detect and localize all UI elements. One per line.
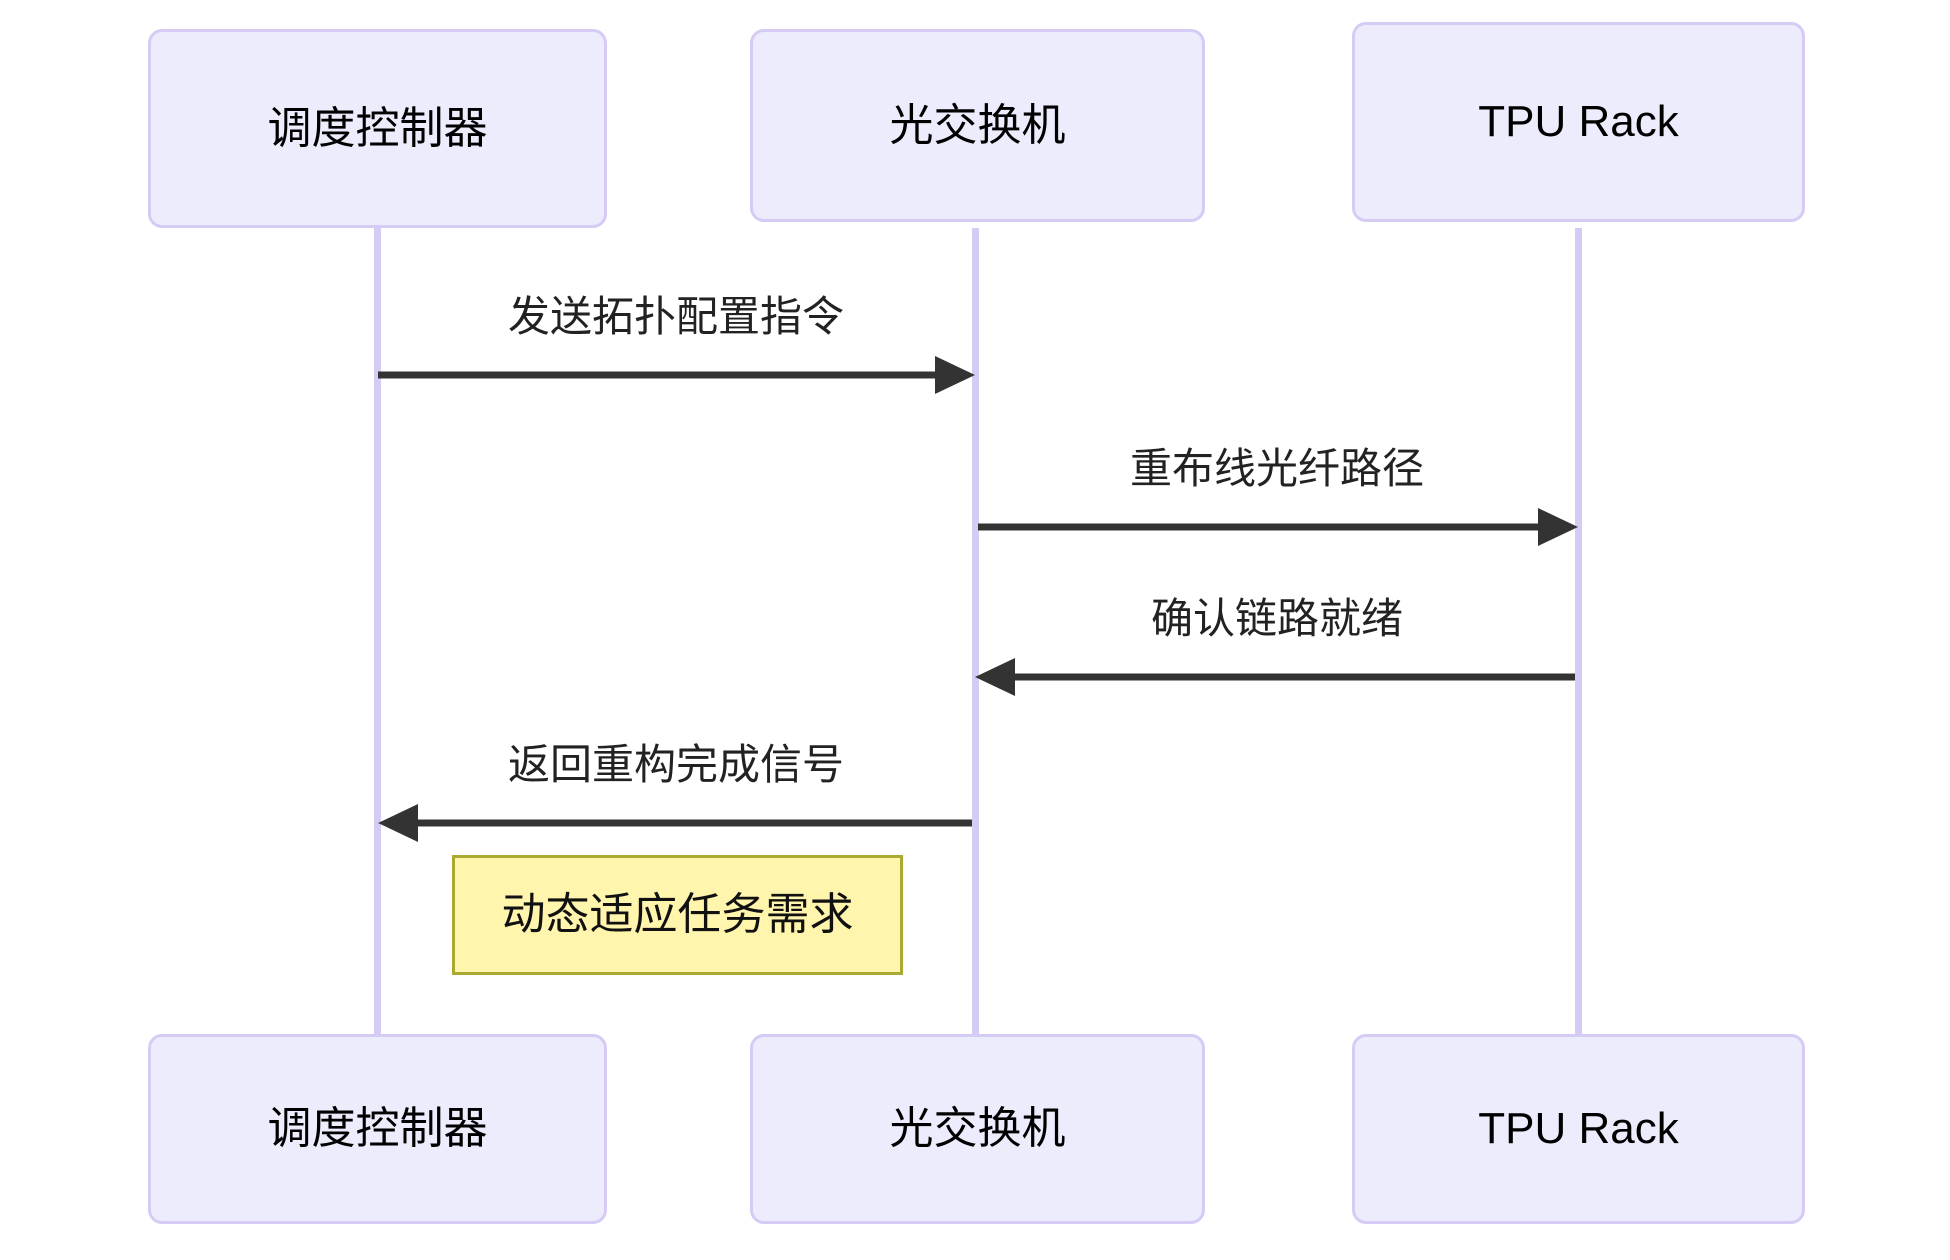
actor-label-top-optical-switch: 光交换机: [889, 100, 1066, 150]
message-label-m3: 确认链路就绪: [1150, 595, 1404, 642]
lifeline-scheduler: [374, 228, 381, 1034]
lifeline-optical-switch: [972, 228, 979, 1034]
actor-box-top-scheduler[interactable]: 调度控制器: [148, 29, 607, 228]
message-label-m1: 发送拓扑配置指令: [507, 293, 845, 340]
message-arrow-m2: [978, 508, 1578, 546]
actor-label-bottom-tpu-rack: TPU Rack: [1478, 1104, 1679, 1153]
actor-box-top-tpu-rack[interactable]: TPU Rack: [1352, 22, 1805, 222]
note-box-dynamic-adaptation[interactable]: 动态适应任务需求: [452, 855, 903, 975]
message-arrow-m4: [378, 804, 972, 842]
actor-label-bottom-scheduler: 调度控制器: [267, 1104, 488, 1153]
message-label-m4: 返回重构完成信号: [507, 741, 845, 788]
message-arrow-m3: [975, 658, 1575, 696]
actor-box-bottom-tpu-rack[interactable]: TPU Rack: [1352, 1034, 1805, 1224]
actor-box-bottom-optical-switch[interactable]: 光交换机: [750, 1034, 1205, 1224]
actor-label-top-scheduler: 调度控制器: [267, 103, 488, 153]
actor-box-top-optical-switch[interactable]: 光交换机: [750, 29, 1205, 222]
message-arrow-m1: [378, 356, 975, 394]
note-label-dynamic-adaptation: 动态适应任务需求: [501, 890, 854, 939]
lifeline-tpu-rack: [1575, 228, 1582, 1034]
actor-label-top-tpu-rack: TPU Rack: [1478, 97, 1679, 146]
actor-box-bottom-scheduler[interactable]: 调度控制器: [148, 1034, 607, 1224]
message-label-m2: 重布线光纤路径: [1129, 445, 1425, 492]
actor-label-bottom-optical-switch: 光交换机: [889, 1104, 1066, 1153]
